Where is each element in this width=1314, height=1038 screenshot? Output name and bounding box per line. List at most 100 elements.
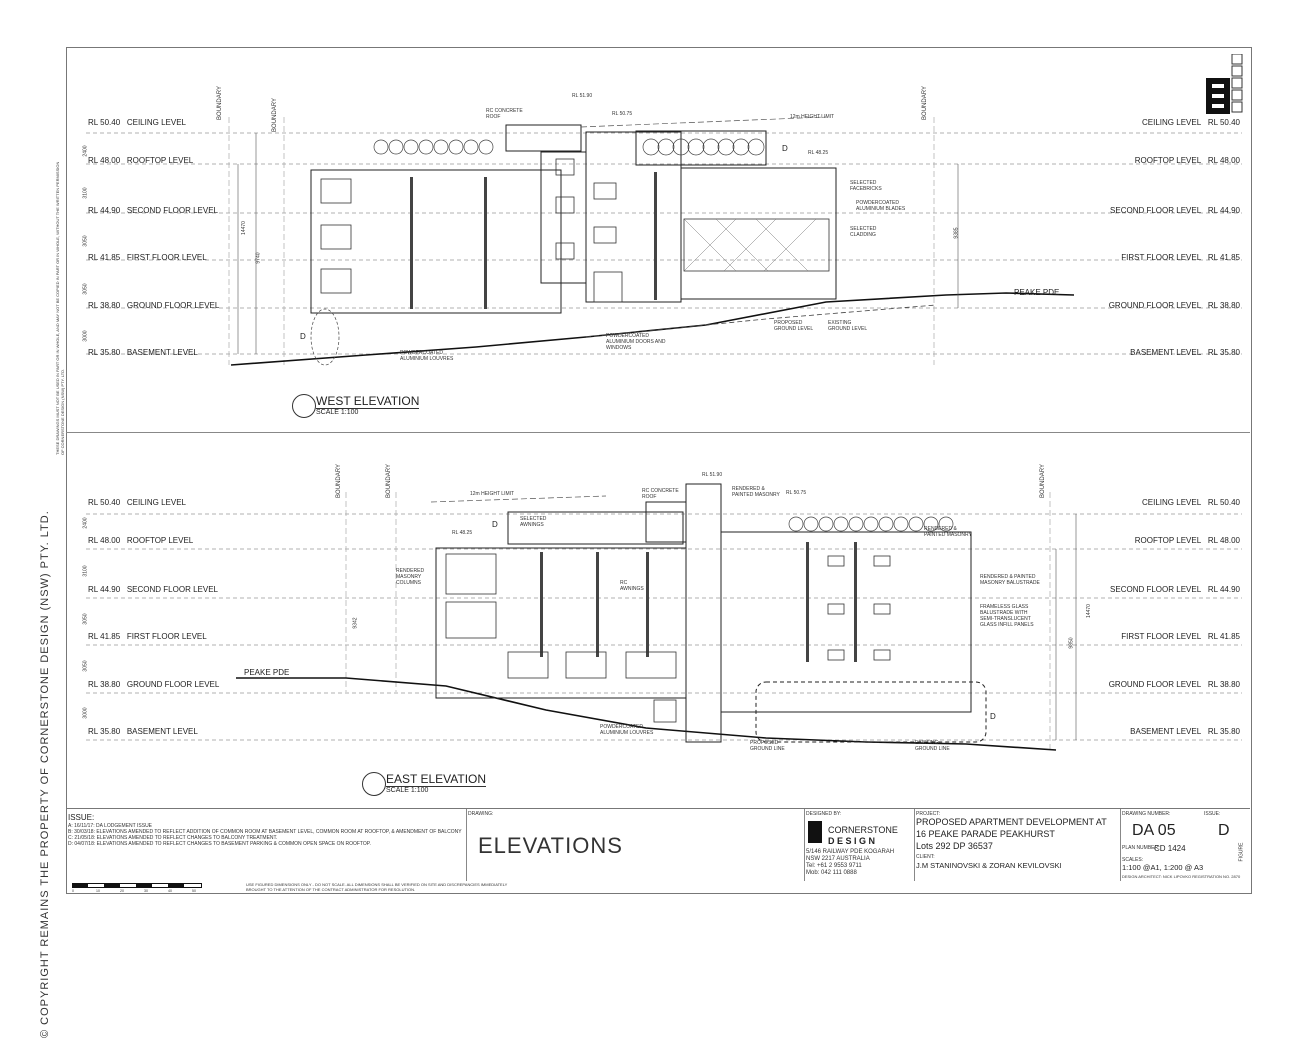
rl-tag: RL 51.90 bbox=[572, 93, 593, 99]
firm-logo-icon bbox=[808, 821, 822, 843]
dim-value: 3100 bbox=[82, 565, 89, 577]
level-rl: RL 35.80 bbox=[88, 727, 121, 736]
scale-bar-segment bbox=[136, 883, 152, 887]
boundary-label: BOUNDARY bbox=[385, 464, 392, 498]
level-label: FIRST FLOOR LEVEL bbox=[1121, 632, 1202, 641]
note-rc-awnings: RC AWNINGS bbox=[620, 580, 644, 592]
dim-right: 9385 bbox=[953, 227, 960, 239]
level-label: SECOND FLOOR LEVEL bbox=[1110, 206, 1202, 215]
level-row: RL 44.90 SECOND FLOOR LEVEL bbox=[88, 206, 218, 215]
level-row: GROUND FLOOR LEVEL RL 38.80 bbox=[1109, 301, 1240, 310]
scale-bar-frame bbox=[72, 883, 202, 888]
level-rl: RL 44.90 bbox=[88, 206, 121, 215]
scale-tick: 20 bbox=[120, 889, 124, 893]
level-rl: RL 41.85 bbox=[1207, 632, 1240, 641]
height-limit-note: 12m HEIGHT LIMIT bbox=[790, 114, 835, 120]
project-panel: PROJECT: PROPOSED APARTMENT DEVELOPMENT … bbox=[914, 809, 1121, 881]
dimension-note: USE FIGURED DIMENSIONS ONLY - DO NOT SCA… bbox=[246, 882, 508, 892]
scale-tick: 30 bbox=[144, 889, 148, 893]
copyright-note: THESE DRAWINGS MUST NOT BE USED IN PART … bbox=[55, 161, 65, 455]
sheet-frame bbox=[66, 47, 1252, 894]
level-rl: RL 44.90 bbox=[1207, 585, 1240, 594]
level-row: CEILING LEVEL RL 50.40 bbox=[1142, 498, 1240, 507]
firm-address: Tel: +61 2 9553 9711 bbox=[806, 863, 862, 869]
scale-bar-segment bbox=[104, 883, 120, 887]
boundary-label: BOUNDARY bbox=[921, 86, 928, 120]
scale-tick: 50 bbox=[192, 889, 196, 893]
project-line: PROPOSED APARTMENT DEVELOPMENT AT bbox=[916, 817, 1107, 827]
level-label: CEILING LEVEL bbox=[126, 118, 186, 127]
level-label: GROUND FLOOR LEVEL bbox=[126, 680, 220, 689]
issue-line: B: 30/03/18: ELEVATIONS AMENDED TO REFLE… bbox=[68, 829, 462, 835]
level-row: RL 50.40 CEILING LEVEL bbox=[88, 118, 186, 127]
level-rl: RL 50.40 bbox=[88, 118, 121, 127]
rl-tag: RL 50.75 bbox=[612, 111, 633, 117]
elevation-scale: SCALE 1:100 bbox=[386, 787, 429, 794]
level-row: BASEMENT LEVEL RL 35.80 bbox=[1130, 727, 1240, 736]
level-label: SECOND FLOOR LEVEL bbox=[126, 206, 218, 215]
issue-heading: ISSUE: bbox=[68, 813, 95, 822]
level-rl: RL 48.00 bbox=[88, 536, 121, 545]
firm-address: 5/146 RAILWAY PDE KOGARAH bbox=[806, 849, 895, 855]
level-row: GROUND FLOOR LEVEL RL 38.80 bbox=[1109, 680, 1240, 689]
issue-panel: ISSUE: A: 16/11/17: DA LODGEMENT ISSUE B… bbox=[66, 809, 467, 881]
drawing-panel: DRAWING: ELEVATIONS bbox=[466, 809, 805, 881]
note-louvres: POWDERCOATED ALUMINIUM LOUVRES bbox=[600, 724, 654, 736]
dim-value: 2400 bbox=[82, 517, 89, 529]
level-row: ROOFTOP LEVEL RL 48.00 bbox=[1135, 156, 1240, 165]
scale-tick: 0 bbox=[72, 889, 74, 893]
level-rl: RL 35.80 bbox=[1207, 727, 1240, 736]
dim-value: 3000 bbox=[82, 707, 89, 719]
boundary-label: BOUNDARY bbox=[216, 86, 223, 120]
note-painted: RENDERED & PAINTED MASONRY bbox=[732, 486, 780, 498]
elevation-title: WEST ELEVATION bbox=[316, 394, 420, 409]
note-columns: RENDERED MASONRY COLUMNS bbox=[396, 568, 425, 586]
project-line: 16 PEAKE PARADE PEAKHURST bbox=[916, 829, 1055, 839]
issue-line: D: 04/07/18: ELEVATIONS AMENDED TO REFLE… bbox=[68, 841, 371, 847]
scale-bar: 0 10 20 30 40 50 bbox=[72, 883, 232, 893]
level-label: SECOND FLOOR LEVEL bbox=[1110, 585, 1202, 594]
note-frameless: FRAMELESS GLASS BALUSTRADE WITH SEMI-TRA… bbox=[980, 604, 1034, 628]
level-label: ROOFTOP LEVEL bbox=[1134, 536, 1202, 545]
level-rl: RL 48.00 bbox=[1207, 156, 1240, 165]
rl-tag: RL 48.25 bbox=[808, 150, 829, 156]
level-label: BASEMENT LEVEL bbox=[126, 727, 198, 736]
firm-name: CORNERSTONE bbox=[828, 825, 898, 835]
dim-value: 3000 bbox=[82, 330, 89, 342]
level-rl: RL 48.00 bbox=[88, 156, 121, 165]
level-label: GROUND FLOOR LEVEL bbox=[126, 301, 220, 310]
level-rl: RL 38.80 bbox=[1207, 301, 1240, 310]
level-row: RL 41.85 FIRST FLOOR LEVEL bbox=[88, 253, 207, 262]
level-row: CEILING LEVEL RL 50.40 bbox=[1142, 118, 1240, 127]
firm-panel: DESIGNED BY: CORNERSTONE D E S I G N 5/1… bbox=[804, 809, 915, 881]
dim-value: 3050 bbox=[82, 660, 89, 672]
dim-mid: 9342 bbox=[352, 617, 359, 629]
note-awnings: SELECTED AWNINGS bbox=[520, 516, 547, 528]
east-elevation-drawing bbox=[86, 483, 1242, 752]
drawing-label: DRAWING: bbox=[468, 811, 494, 817]
note-cladding: SELECTED CLADDING bbox=[850, 226, 877, 238]
level-row: RL 48.00 ROOFTOP LEVEL bbox=[88, 156, 193, 165]
plan-number-label: PLAN NUMBER: bbox=[1122, 845, 1160, 851]
issue-line: C: 21/05/18: ELEVATIONS AMENDED TO REFLE… bbox=[68, 835, 278, 841]
level-label: BASEMENT LEVEL bbox=[1130, 727, 1202, 736]
level-rl: RL 50.40 bbox=[1207, 498, 1240, 507]
note-roof: RC CONCRETE ROOF bbox=[642, 488, 679, 500]
firm-address: Mob: 042 111 0888 bbox=[806, 870, 857, 876]
level-rl: RL 41.85 bbox=[1207, 253, 1240, 262]
issue-line: A: 16/11/17: DA LODGEMENT ISSUE bbox=[68, 823, 153, 829]
rl-tag: RL 48.25 bbox=[452, 530, 473, 536]
boundary-label: BOUNDARY bbox=[335, 464, 342, 498]
issue-rev-label: ISSUE: bbox=[1204, 811, 1221, 817]
scale-tick: 10 bbox=[96, 889, 100, 893]
note-facebricks: SELECTED FACEBRICKS bbox=[850, 180, 882, 192]
level-label: SECOND FLOOR LEVEL bbox=[126, 585, 218, 594]
logo-mark bbox=[1206, 54, 1243, 114]
firm-address: NSW 2217 AUSTRALIA bbox=[806, 856, 870, 862]
level-label: CEILING LEVEL bbox=[126, 498, 186, 507]
level-row: RL 41.85 FIRST FLOOR LEVEL bbox=[88, 632, 207, 641]
level-row: RL 35.80 BASEMENT LEVEL bbox=[88, 727, 198, 736]
note-painted: RENDERED & PAINTED MASONRY bbox=[924, 526, 972, 538]
level-row: RL 38.80 GROUND FLOOR LEVEL bbox=[88, 680, 219, 689]
level-label: BASEMENT LEVEL bbox=[126, 348, 198, 357]
